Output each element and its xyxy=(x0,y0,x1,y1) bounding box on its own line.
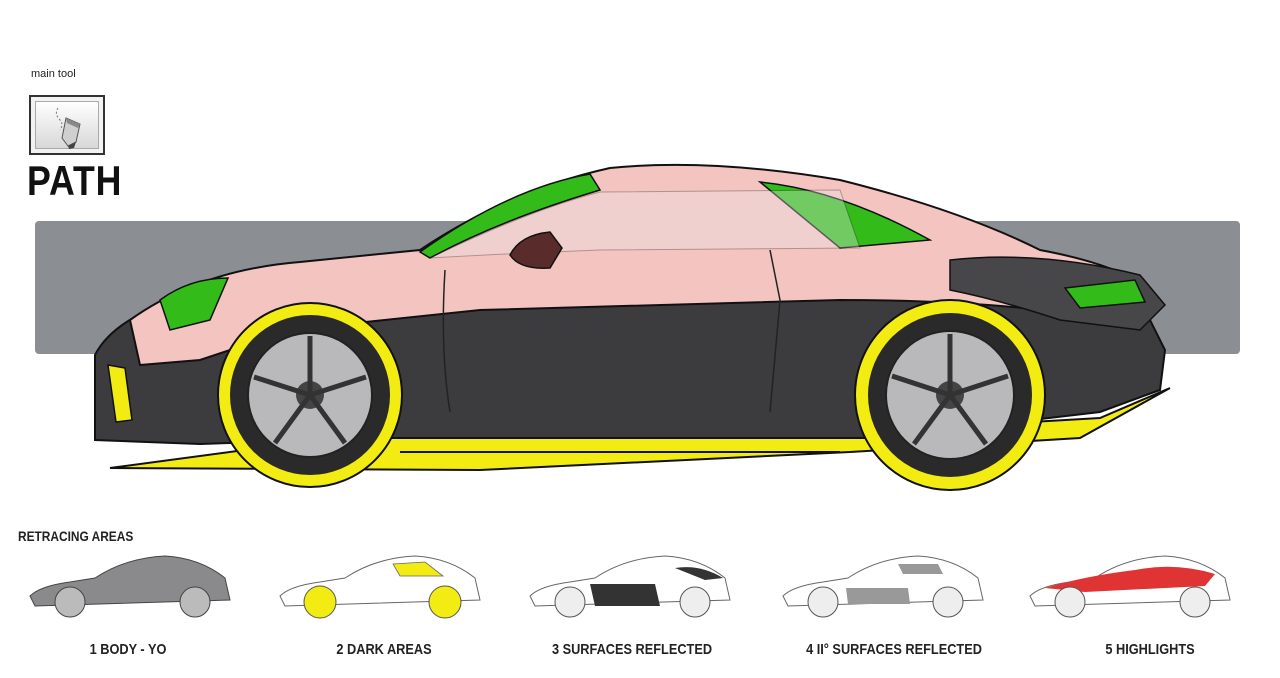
thumbnail-dark-areas xyxy=(279,555,481,619)
step-label: 4 II° SURFACES REFLECTED xyxy=(806,641,982,658)
car-sketch xyxy=(94,163,1171,491)
green-taillight xyxy=(1063,279,1147,309)
step-label: 5 HIGHLIGHTS xyxy=(1105,641,1195,658)
thumbnail-secondary-surfaces xyxy=(782,555,984,618)
main-tool-caption: main tool xyxy=(31,68,76,80)
thumbnail-surfaces-reflected xyxy=(529,555,731,618)
green-headlight xyxy=(159,277,230,331)
thumbnail-body xyxy=(29,555,231,618)
tool-icon-box[interactable] xyxy=(29,95,105,155)
step-label: 1 BODY - YO xyxy=(89,641,167,658)
pen-tool-icon xyxy=(55,107,81,149)
green-window-front xyxy=(418,173,602,259)
tool-title: PATH xyxy=(27,157,123,204)
step-label: 2 DARK AREAS xyxy=(336,641,432,658)
rear-wheel xyxy=(854,299,1046,491)
green-window-rear xyxy=(757,181,933,249)
step-label: 3 SURFACES REFLECTED xyxy=(551,641,713,658)
front-wheel xyxy=(217,302,403,488)
thumbnail-highlights xyxy=(1029,555,1231,618)
section-title: RETRACING AREAS xyxy=(18,528,134,544)
